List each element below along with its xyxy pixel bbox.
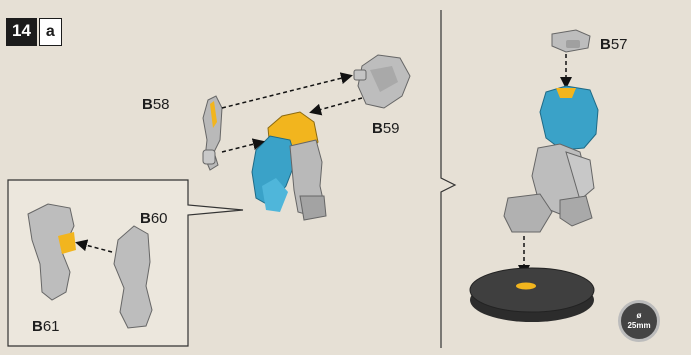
label-b57: B57	[600, 36, 628, 53]
step-badge: 14 a	[6, 18, 62, 46]
panel-divider	[440, 10, 457, 348]
arrow-b60-to-b61	[75, 239, 113, 253]
arrow-b58-to-b59	[221, 72, 353, 109]
base-size-text: 25mm	[627, 321, 651, 330]
label-b61: B61	[32, 318, 60, 335]
diameter-symbol: ø	[636, 311, 642, 320]
part-b57-head	[551, 29, 591, 53]
step-sub-letter: a	[38, 18, 62, 46]
base-size-badge: ø 25mm	[618, 300, 660, 342]
part-b58-arm	[202, 95, 223, 171]
arrow-b59-to-torso	[309, 97, 363, 116]
step-number: 14	[6, 18, 37, 46]
label-b59: B59	[372, 120, 400, 137]
label-b60: B60	[140, 210, 168, 227]
part-b61-leg	[27, 203, 76, 301]
part-torso-assembly	[251, 111, 327, 221]
part-b59-arm	[353, 54, 411, 109]
part-b60-leg	[113, 225, 153, 329]
part-round-base	[469, 267, 595, 322]
part-full-figure	[503, 85, 599, 233]
label-b58: B58	[142, 96, 170, 113]
